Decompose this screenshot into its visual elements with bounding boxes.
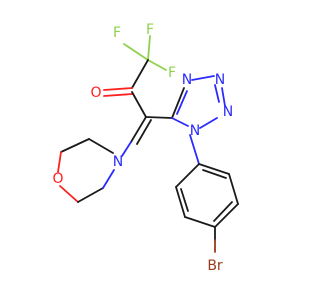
bond-c-f-top-right [147,35,151,61]
bond-phenyl-5 [175,186,186,218]
bond-alkene-tetrazole [145,116,173,119]
chemical-structure-diagram: F F F O N N N N N O Br [52,22,239,274]
bond-morpholine-6 [102,169,115,189]
bond-layer [57,35,239,253]
atom-n-morpholine: N [113,154,123,170]
bond-morpholine-4 [59,185,79,203]
atom-f-right: F [168,65,176,81]
atom-n-tetrazole-top: N [182,72,192,88]
bond-cf3-carbonyl [131,59,149,89]
bond-phenyl-double-3 [180,188,189,212]
bond-c-f-right [147,59,167,71]
bond-tetrazole-double-2 [214,84,220,103]
bond-morpholine-5 [77,187,104,203]
bond-phenyl-1 [198,163,230,175]
atom-n-tetrazole-right-top: N [215,72,225,88]
bond-phenyl-6 [175,163,200,188]
bond-tetrazole-n-right-top-n-right-bottom [221,87,226,107]
bond-morpholine-2 [60,138,90,153]
bond-phenyl-3 [214,203,239,228]
bond-phenyl-2 [228,173,239,205]
bond-carbonyl-alkene [131,91,147,118]
atom-f-top-left: F [113,25,121,41]
bond-tetrazole-c-n-top [171,87,185,119]
bond-alkene-double-1 [130,116,147,143]
atom-o-morpholine: O [52,171,63,187]
bond-morpholine-1 [88,138,114,154]
atom-f-top-right: F [146,22,154,38]
bond-carbonyl-o-1 [103,87,133,91]
bond-phenyl-double-1 [202,169,227,179]
atom-n-tetrazole-bottom: N [190,123,200,139]
bond-tetrazole-phenyl [189,134,200,165]
bond-carbonyl-o-2 [103,93,133,97]
bond-alkene-double-2 [136,119,152,145]
atom-label-layer: F F F O N N N N N O Br [52,22,233,274]
bond-tetrazole-n-top-n-right-top [191,75,215,81]
bond-vinyl-n-morpholine [121,141,132,157]
bond-tetrazole-n-bottom-c [171,117,189,127]
bond-phenyl-double-2 [213,201,233,222]
bond-phenyl-4 [184,216,216,228]
atom-o-carbonyl: O [90,85,101,101]
atom-n-tetrazole-right-bottom: N [223,104,233,120]
bond-tetrazole-n-right-bottom-n-bottom [199,117,218,129]
bond-tetrazole-double-1 [176,90,188,115]
bond-morpholine-3 [57,151,62,173]
atom-br: Br [207,258,223,274]
bond-c-f-top-left [123,43,149,61]
